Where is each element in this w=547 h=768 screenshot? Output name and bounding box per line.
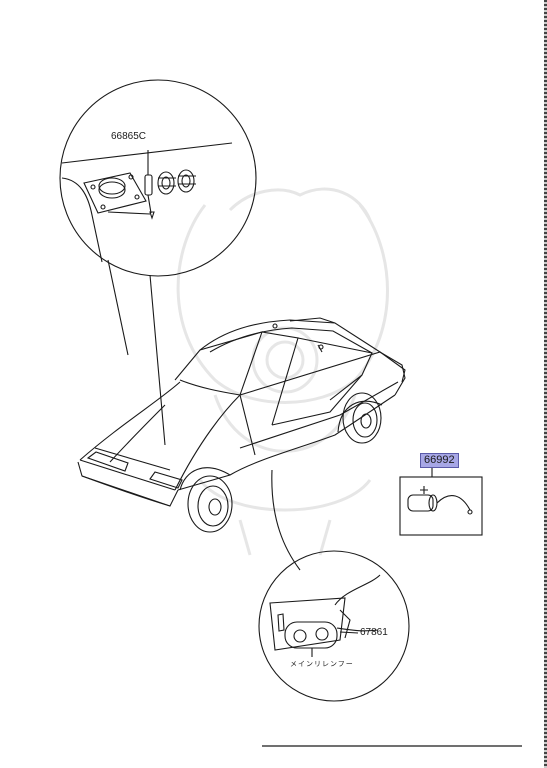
- page-edge: [544, 0, 547, 768]
- part-box-66992: [399, 466, 483, 536]
- leader-line-bottom: [271, 469, 301, 571]
- relay-cylinder-icon: [407, 486, 473, 515]
- grommet-icon: [157, 169, 196, 195]
- rear-wheel: [342, 392, 382, 444]
- detail-circle-top: [59, 79, 257, 446]
- connector-icon: [144, 174, 153, 196]
- main-relay-label: メインリレンフー: [290, 661, 354, 668]
- part-label-67861: 67861: [360, 627, 388, 638]
- mount-plate: [83, 172, 147, 214]
- front-wheel: [187, 475, 233, 533]
- part-label-66865c: 66865C: [111, 131, 147, 142]
- part-label-66992-highlighted[interactable]: 66992: [420, 453, 459, 468]
- watermark-crest: [176, 187, 389, 556]
- cap-icon: [98, 181, 126, 199]
- relay-icon: [284, 621, 338, 649]
- car-body: [77, 317, 406, 533]
- detail-circle-bottom: [258, 550, 410, 702]
